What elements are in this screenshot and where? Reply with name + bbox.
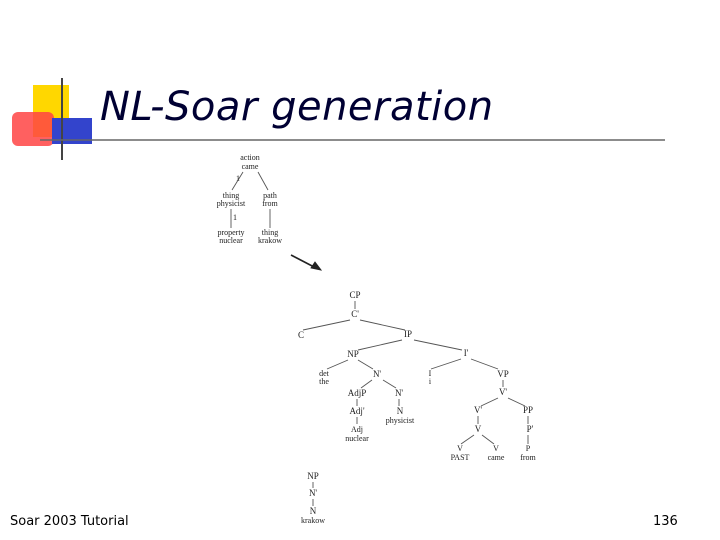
node-det: det	[319, 369, 330, 378]
sem-right-child-top: thing	[262, 228, 278, 237]
word-from: from	[520, 453, 536, 462]
node-n2: N	[310, 506, 317, 516]
node-ip: IP	[404, 329, 412, 339]
node-nbar: N'	[373, 369, 381, 379]
node-ibar: I'	[464, 348, 469, 358]
red-square	[12, 112, 54, 146]
sem-left-bottom: physicist	[217, 199, 246, 208]
footer-tutorial-label: Soar 2003 Tutorial	[10, 514, 129, 529]
node-np: NP	[347, 349, 359, 359]
word-physicist: physicist	[386, 416, 415, 425]
node-pp: PP	[523, 405, 533, 415]
word-nuclear: nuclear	[345, 434, 369, 443]
node-nbar3: N'	[309, 488, 317, 498]
node-pbar: P'	[527, 424, 534, 434]
node-vbar2: V'	[474, 405, 482, 415]
node-vleft: V	[457, 444, 463, 453]
word-the: the	[319, 377, 329, 386]
semantic-graph: action came 1 thing physicist path from …	[217, 153, 282, 245]
sem-root-top: action	[240, 153, 260, 162]
transform-arrow	[290, 254, 323, 271]
node-i-sub: i	[429, 377, 432, 386]
sem-left-child-arc: 1	[233, 213, 237, 222]
word-krakow: krakow	[301, 516, 325, 525]
sem-root-bottom: came	[242, 162, 259, 171]
node-adjbar: Adj'	[349, 406, 365, 416]
node-vp: VP	[497, 369, 509, 379]
node-i: I	[429, 369, 432, 378]
node-vright: V	[493, 444, 499, 453]
node-vbar: V'	[499, 387, 507, 397]
page-number: 136	[653, 514, 678, 529]
slide-title: NL-Soar generation	[100, 84, 494, 130]
syntax-tree: CP C' C IP NP I' det the N' I i VP AdjP …	[298, 290, 537, 525]
sem-edge-left	[231, 171, 244, 191]
word-past: PAST	[451, 453, 470, 462]
node-v: V	[475, 424, 482, 434]
sem-right-child-bottom: krakow	[258, 236, 282, 245]
node-cp: CP	[349, 290, 360, 300]
sem-left-arc: 1	[236, 174, 240, 183]
word-came: came	[488, 453, 505, 462]
sem-left-child-top: property	[217, 228, 244, 237]
node-adj: Adj	[351, 425, 363, 434]
node-nbar2: N'	[395, 388, 403, 398]
corner-decoration	[12, 78, 665, 160]
sem-edge-right	[257, 171, 269, 191]
node-n: N	[397, 406, 404, 416]
node-c: C	[298, 330, 304, 340]
node-cbar: C'	[351, 309, 359, 319]
sem-left-top: thing	[223, 191, 239, 200]
sem-left-child-bottom: nuclear	[219, 236, 243, 245]
node-p: P	[526, 444, 531, 453]
sem-right-top: path	[263, 191, 277, 200]
node-np2: NP	[307, 471, 319, 481]
sem-right-bottom: from	[262, 199, 278, 208]
node-adjp: AdjP	[348, 388, 367, 398]
